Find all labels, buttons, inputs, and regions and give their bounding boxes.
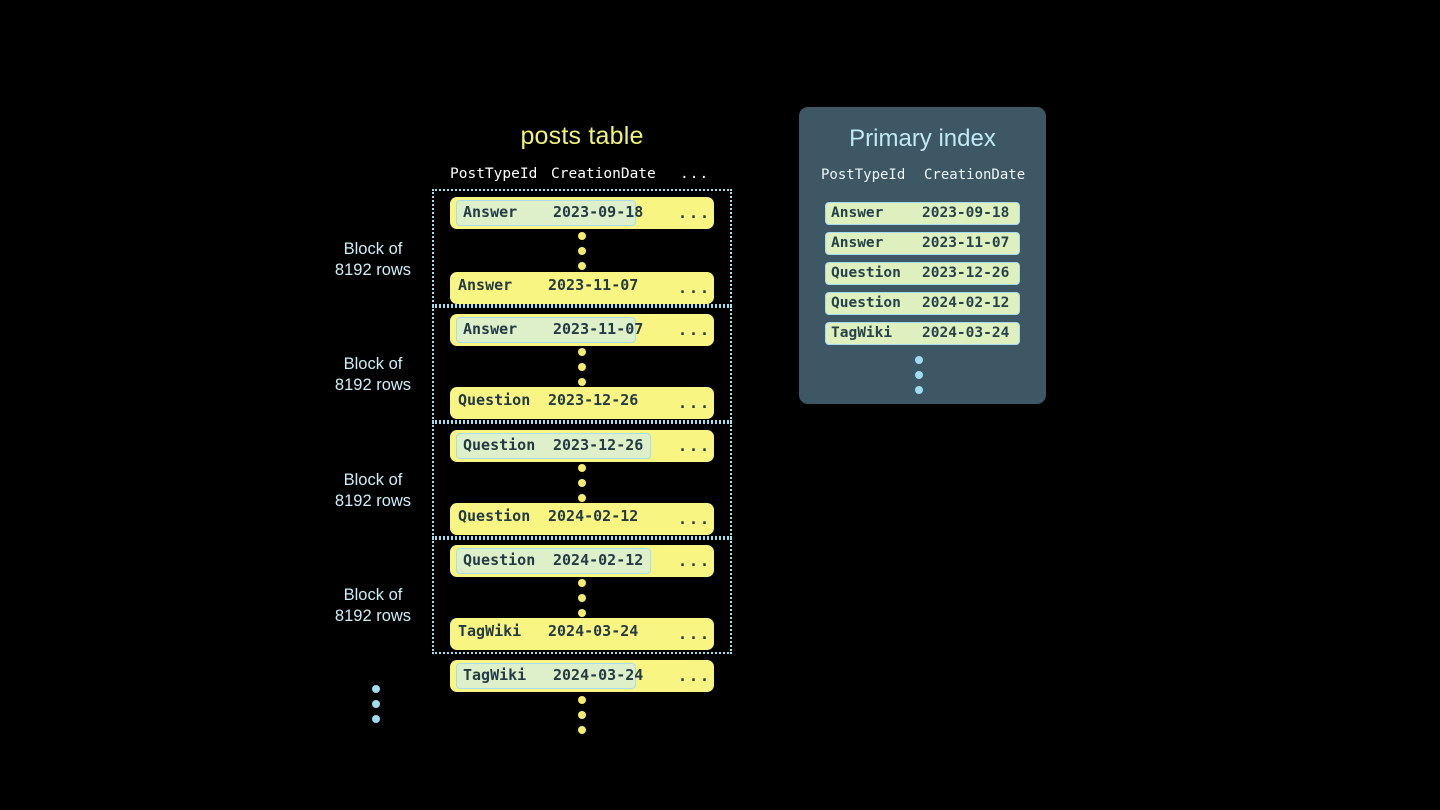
row-key-cells: Question 2024-02-12 [456,548,651,574]
cell-creationdate: 2023-09-18 [553,203,644,221]
table-row: Question 2024-02-12 ... [450,545,714,577]
cell-posttypeid: Answer [463,203,518,221]
cell-posttypeid: Question [458,507,531,525]
index-cell-posttypeid: Question [831,265,901,281]
cell-posttypeid: Question [458,391,531,409]
table-bottom-ellipsis-dots [577,696,587,734]
table-row: Question 2023-12-26 ... [450,430,714,462]
table-row: Question 2023-12-26 ... [450,387,714,419]
index-cell-posttypeid: Answer [831,235,884,251]
block-1-label: Block of 8192 rows [334,240,412,279]
table-row: TagWiki 2024-03-24 ... [450,618,714,650]
index-cell-creationdate: 2023-09-18 [922,205,1010,221]
index-cell-posttypeid: Question [831,295,901,311]
row-key-cells: TagWiki 2024-03-24 [456,663,643,689]
posts-table-title: posts table [520,122,644,150]
cell-posttypeid: Answer [458,276,513,294]
index-row: Answer 2023-11-07 [825,232,1020,255]
cell-creationdate: 2024-03-24 [553,666,644,684]
cell-ellipsis: ... [678,667,712,685]
row-ellipsis-dots [577,579,587,617]
blocks-bottom-ellipsis-dots [371,685,381,723]
cell-ellipsis: ... [678,510,712,528]
block-2 [432,306,732,422]
row-key-cells: Question 2023-12-26 [456,433,651,459]
cell-posttypeid: TagWiki [463,666,527,684]
index-cell-posttypeid: Answer [831,205,884,221]
posts-table-column-headers: PostTypeId CreationDate ... [446,166,712,186]
cell-ellipsis: ... [678,204,712,222]
cell-ellipsis: ... [678,625,712,643]
primary-index-column-headers: PostTypeId CreationDate [799,167,1046,187]
row-key-cells: Answer 2023-11-07 [456,317,643,343]
primary-index-panel: Primary index PostTypeId CreationDate An… [799,107,1046,404]
table-row: Question 2024-02-12 ... [450,503,714,535]
cell-creationdate: 2023-12-26 [548,391,639,409]
index-row: Question 2024-02-12 [825,292,1020,315]
primary-index-title: Primary index [849,125,996,152]
cell-ellipsis: ... [678,321,712,339]
table-row: Answer 2023-11-07 ... [450,314,714,346]
block-2-label: Block of 8192 rows [334,355,412,394]
row-ellipsis-dots [577,232,587,270]
index-row: TagWiki 2024-03-24 [825,322,1020,345]
cell-posttypeid: Question [463,436,536,454]
row-ellipsis-dots [577,348,587,386]
table-row: Answer 2023-09-18 ... [450,197,714,229]
cell-creationdate: 2024-02-12 [553,551,644,569]
index-column-header-creationdate: CreationDate [924,167,1026,183]
index-cell-creationdate: 2023-12-26 [922,265,1010,281]
column-header-creationdate: CreationDate [551,166,656,182]
index-cell-creationdate: 2024-03-24 [922,325,1010,341]
cell-posttypeid: TagWiki [458,622,522,640]
cell-posttypeid: Answer [463,320,518,338]
cell-creationdate: 2023-12-26 [553,436,644,454]
index-column-header-posttypeid: PostTypeId [821,167,906,183]
block-3-label: Block of 8192 rows [334,471,412,510]
cell-creationdate: 2024-03-24 [548,622,639,640]
table-row-trailing: TagWiki 2024-03-24 ... [450,660,714,692]
cell-creationdate: 2023-11-07 [548,276,639,294]
index-ellipsis-dots [914,356,924,394]
cell-ellipsis: ... [678,279,712,297]
table-row: Answer 2023-11-07 ... [450,272,714,304]
cell-ellipsis: ... [678,437,712,455]
block-4 [432,538,732,654]
block-4-label: Block of 8192 rows [334,586,412,625]
index-cell-creationdate: 2024-02-12 [922,295,1010,311]
index-cell-posttypeid: TagWiki [831,325,893,341]
cell-creationdate: 2023-11-07 [553,320,644,338]
index-row: Answer 2023-09-18 [825,202,1020,225]
cell-ellipsis: ... [678,394,712,412]
row-key-cells: Answer 2023-09-18 [456,200,643,226]
index-cell-creationdate: 2023-11-07 [922,235,1010,251]
cell-creationdate: 2024-02-12 [548,507,639,525]
block-3 [432,422,732,538]
block-1 [432,189,732,306]
cell-posttypeid: Question [463,551,536,569]
cell-ellipsis: ... [678,552,712,570]
index-row: Question 2023-12-26 [825,262,1020,285]
row-ellipsis-dots [577,464,587,502]
column-header-ellipsis: ... [680,166,710,182]
column-header-posttypeid: PostTypeId [450,166,538,182]
